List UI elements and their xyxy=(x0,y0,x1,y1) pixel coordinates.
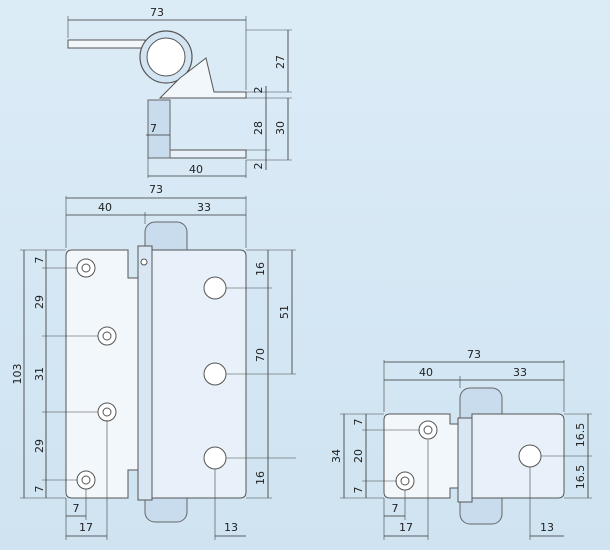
dim-front-left-7b: 7 xyxy=(33,486,46,493)
dim-front-right-70: 70 xyxy=(254,348,267,362)
dim-front-right-16a: 16 xyxy=(254,262,267,276)
dim-front-left-29a: 29 xyxy=(33,295,46,309)
dim-top-2b: 2 xyxy=(252,163,265,170)
dim-small-right-16-5b: 16.5 xyxy=(574,465,587,490)
dim-small-left-20: 20 xyxy=(352,449,365,463)
dim-top-28: 28 xyxy=(252,121,265,135)
dim-small-33: 33 xyxy=(513,366,527,379)
small-spine xyxy=(457,417,473,503)
small-right-plate xyxy=(471,413,565,499)
dim-front-73: 73 xyxy=(149,183,163,196)
top-u-side xyxy=(147,99,171,159)
dim-top-30: 30 xyxy=(274,121,287,135)
front-view: 73 40 33 7 29 31 29 7 103 16 51 70 16 xyxy=(11,183,296,540)
dim-front-left-29b: 29 xyxy=(33,439,46,453)
small-right-hole xyxy=(518,444,542,468)
front-right-holes xyxy=(203,276,227,470)
dim-front-right-51: 51 xyxy=(278,305,291,319)
dim-small-right-16-5a: 16.5 xyxy=(574,423,587,448)
dim-small-bottom-13: 13 xyxy=(540,521,554,534)
dim-top-73: 73 xyxy=(150,6,164,19)
front-spine-pin xyxy=(140,258,148,266)
front-right-plate xyxy=(151,249,247,499)
dim-front-103: 103 xyxy=(11,364,24,385)
dim-small-bottom-7: 7 xyxy=(392,502,399,515)
top-leaf-strip xyxy=(67,39,146,49)
dim-front-right-16b: 16 xyxy=(254,471,267,485)
top-barrel-inner xyxy=(146,37,186,77)
dim-front-left-7a: 7 xyxy=(33,257,46,264)
dim-front-bottom-17: 17 xyxy=(79,521,93,534)
dim-small-bottom-17: 17 xyxy=(399,521,413,534)
dim-front-bottom-7: 7 xyxy=(73,502,80,515)
dim-top-2a: 2 xyxy=(252,87,265,94)
dim-front-bottom-13: 13 xyxy=(224,521,238,534)
dim-small-left-7b: 7 xyxy=(352,487,365,494)
small-view: 73 40 33 7 20 7 34 16.5 16.5 7 17 13 xyxy=(330,348,592,540)
dim-small-left-7a: 7 xyxy=(352,419,365,426)
top-view: 73 27 2 28 30 2 7 40 xyxy=(67,6,292,178)
dim-top-7: 7 xyxy=(150,122,157,135)
front-left-plate xyxy=(65,249,141,499)
dim-small-73: 73 xyxy=(467,348,481,361)
dim-top-27: 27 xyxy=(274,55,287,69)
dim-top-40: 40 xyxy=(189,163,203,176)
dim-front-left-31: 31 xyxy=(33,367,46,381)
dim-small-40: 40 xyxy=(419,366,433,379)
dim-small-34: 34 xyxy=(330,449,343,463)
front-spine xyxy=(137,245,153,501)
dim-front-33: 33 xyxy=(197,201,211,214)
dim-front-40: 40 xyxy=(98,201,112,214)
front-left-holes xyxy=(76,258,117,490)
